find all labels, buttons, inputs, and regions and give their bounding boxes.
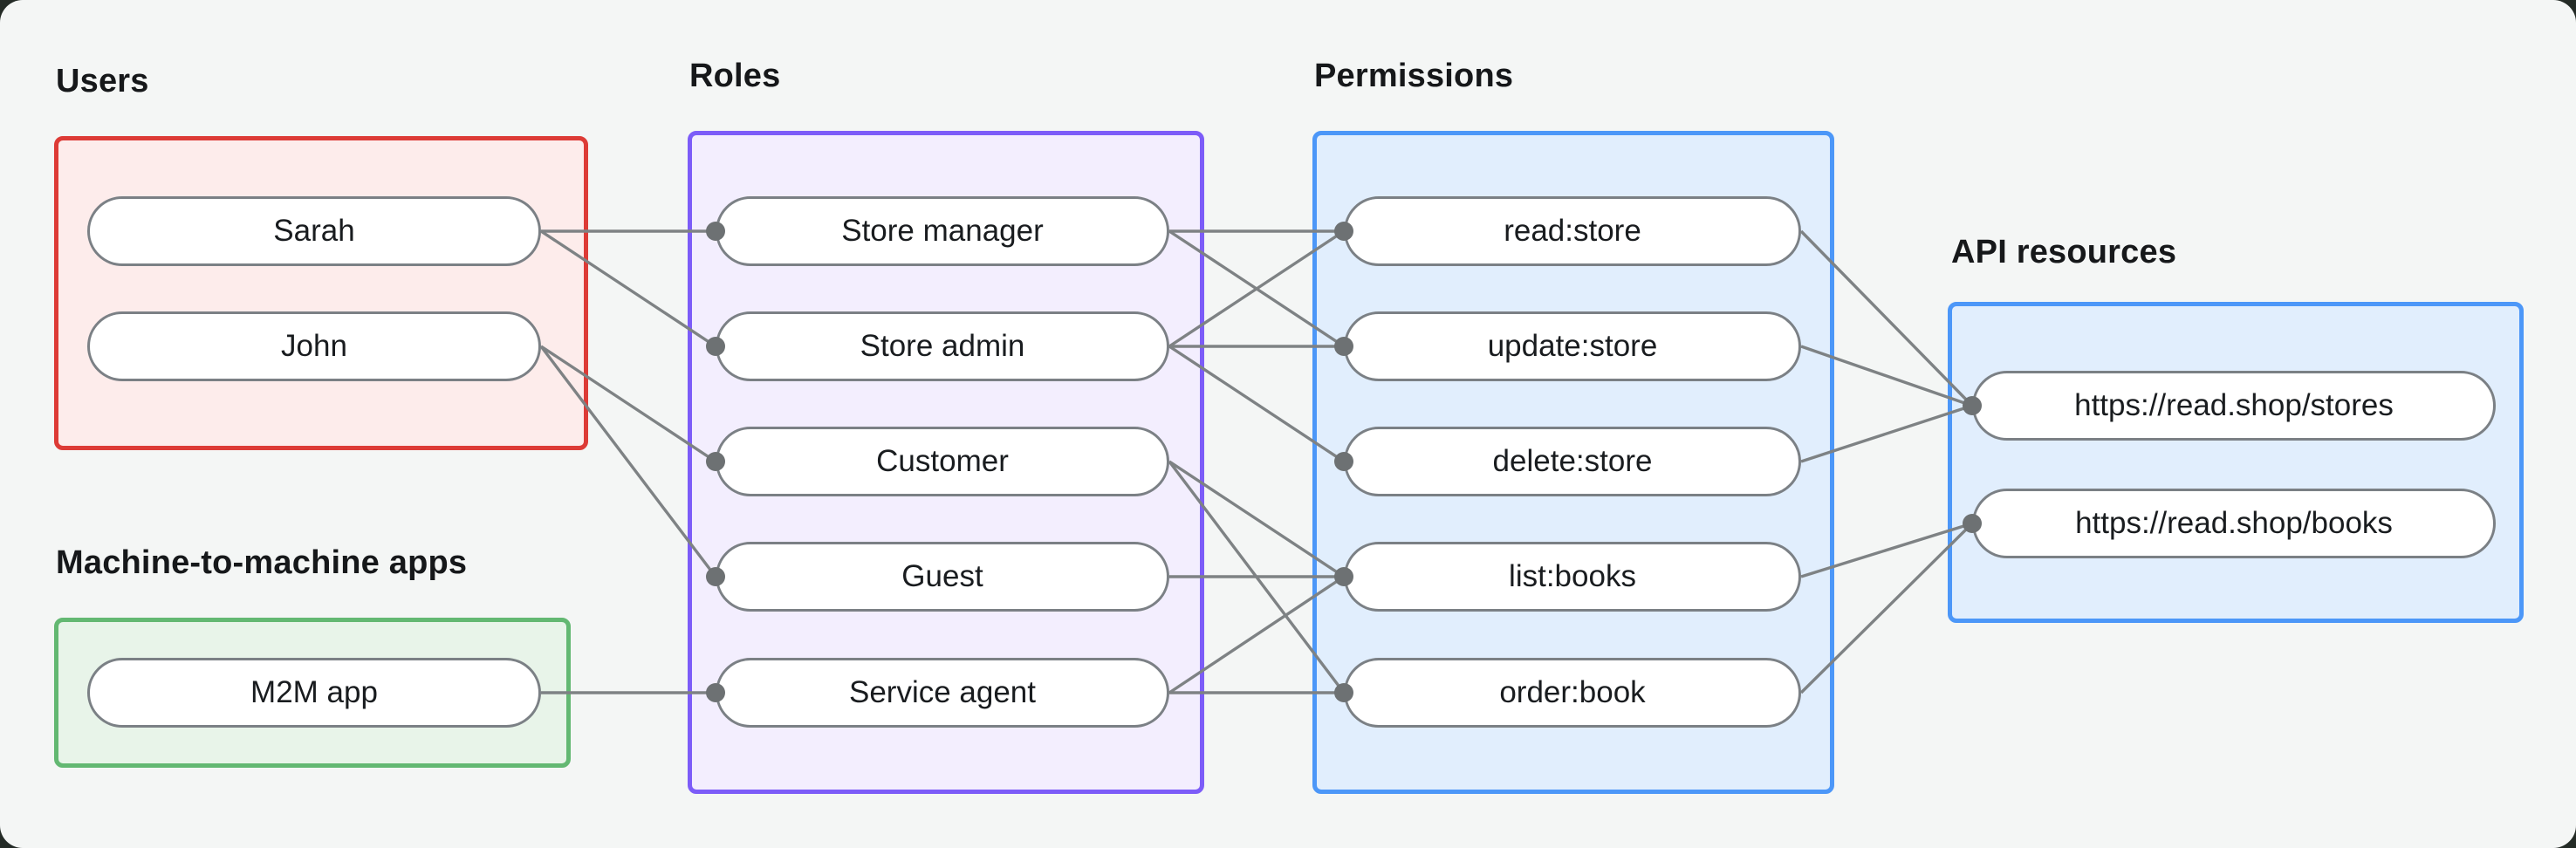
m2m-apps-group-title: Machine-to-machine apps [56,544,468,581]
permission-node-read-store: read:store [1344,196,1801,266]
role-node-guest: Guest [716,542,1169,612]
permission-node-update-store: update:store [1344,311,1801,381]
permission-node-order-book: order:book [1344,658,1801,728]
api-resource-node-stores: https://read.shop/stores [1972,371,2496,441]
role-node-service-agent: Service agent [716,658,1169,728]
permissions-group-title: Permissions [1314,58,1514,94]
api-resources-group-title: API resources [1951,234,2177,270]
user-node-john: John [87,311,541,381]
role-node-store-manager: Store manager [716,196,1169,266]
users-group-title: Users [56,63,149,99]
api-resource-node-books: https://read.shop/books [1972,489,2496,558]
role-node-customer: Customer [716,427,1169,496]
m2m-app-node: M2M app [87,658,541,728]
permission-node-delete-store: delete:store [1344,427,1801,496]
api-resources-group-box [1948,302,2524,623]
user-node-sarah: Sarah [87,196,541,266]
permission-node-list-books: list:books [1344,542,1801,612]
users-group-box [54,136,588,450]
role-node-store-admin: Store admin [716,311,1169,381]
roles-group-title: Roles [689,58,781,94]
